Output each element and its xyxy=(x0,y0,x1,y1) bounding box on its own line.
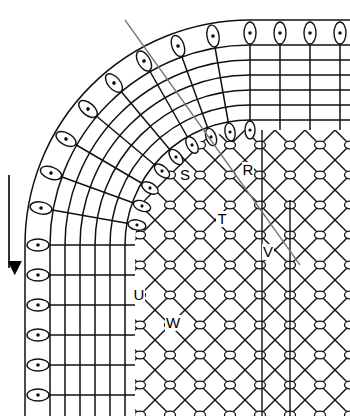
passive-threads xyxy=(25,20,350,416)
point-label: U xyxy=(133,287,146,303)
point-label: V xyxy=(262,244,274,260)
point-label: W xyxy=(165,315,181,331)
weaver-threads xyxy=(38,33,340,395)
pin-loops xyxy=(27,22,346,401)
ground-net xyxy=(135,130,350,416)
point-label: S xyxy=(179,167,191,183)
point-label: R xyxy=(242,162,255,178)
guide-line xyxy=(125,20,300,265)
direction-arrow xyxy=(8,175,10,268)
point-label: T xyxy=(216,211,227,227)
